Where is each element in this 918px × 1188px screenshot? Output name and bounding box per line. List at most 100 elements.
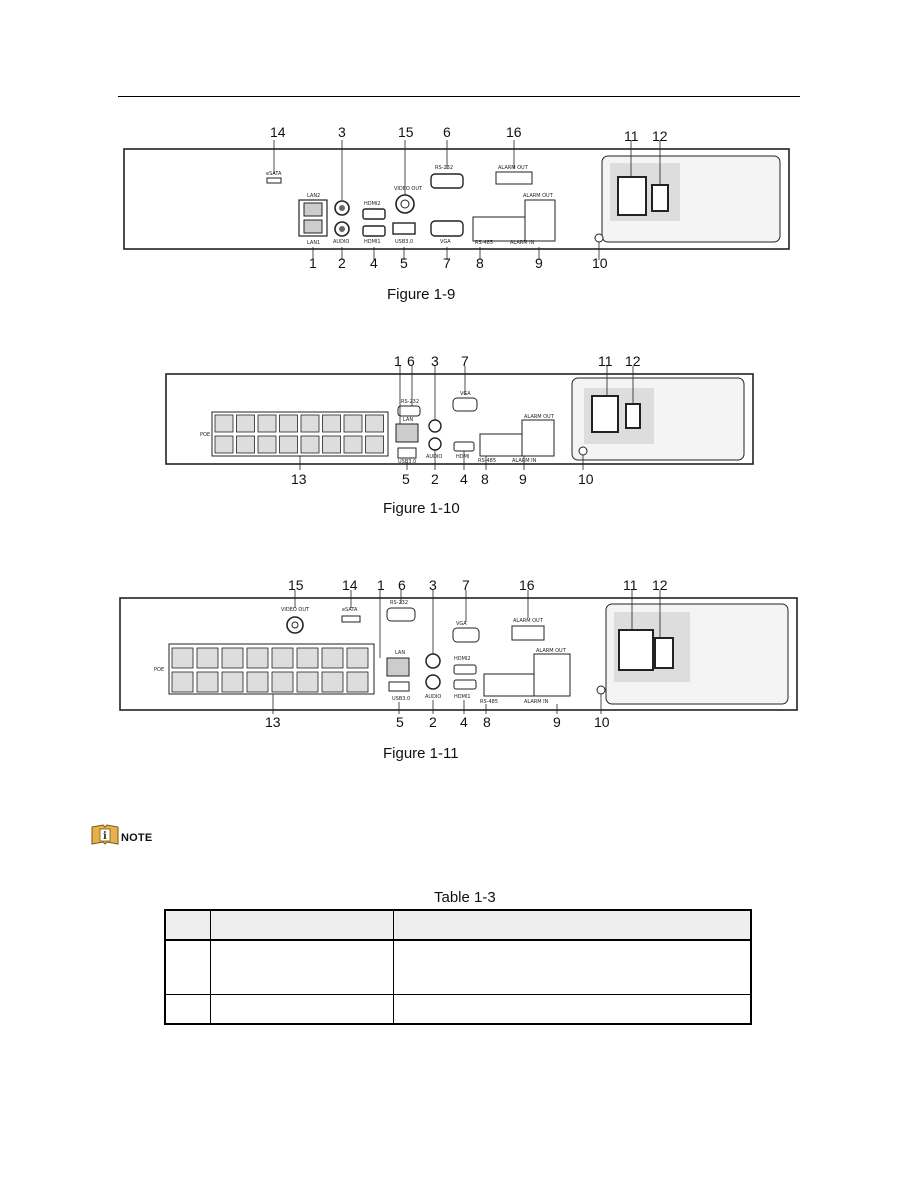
label-audio: AUDIO (426, 454, 442, 460)
poe-port (171, 647, 194, 669)
label-rs485: RS-485 (478, 458, 496, 464)
poe-port (346, 647, 369, 669)
poe-port (271, 647, 294, 669)
table-1-3 (164, 909, 752, 1025)
label-usb: USB3.0 (392, 696, 410, 702)
callout-11: 11 (624, 128, 639, 144)
callout-16: 16 (506, 124, 522, 140)
figure-caption-1-10: Figure 1-10 (383, 500, 460, 517)
table-row (165, 993, 751, 1024)
callout-12: 12 (652, 128, 668, 144)
callout-2: 2 (338, 255, 346, 271)
poe-port (214, 414, 234, 433)
callout-4: 4 (370, 255, 378, 271)
label-rs485: RS-485 (475, 240, 493, 246)
callout-2: 2 (431, 471, 439, 487)
poe-port (246, 671, 269, 693)
callout-13: 13 (291, 471, 307, 487)
table-cell (210, 939, 394, 994)
label-vga: VGA (456, 621, 467, 627)
poe-port (300, 414, 320, 433)
label-video-out: VIDEO OUT (394, 186, 423, 192)
callout-1: 1 (394, 353, 402, 369)
header-rule (118, 96, 800, 97)
label-vga: VGA (460, 391, 471, 397)
label-hdmi: HDMI (456, 454, 469, 460)
label-rs232: RS-232 (390, 600, 408, 606)
callout-1: 1 (309, 255, 317, 271)
callout-3: 3 (431, 353, 439, 369)
callout-12: 12 (652, 577, 668, 593)
table-header-row (165, 910, 751, 941)
label-alarm-out: ALARM OUT (524, 414, 555, 420)
rear-panel-figure-1-9: eSATA LAN2 LAN1 AUDIO HDMI2 HDMI1 VIDEO … (123, 140, 790, 260)
rear-panel-figure-1-10: POE RS-232 LAN USB3.0 AUDIO VGA HDMI ALA… (165, 366, 754, 470)
label-alarm-out-2: ALARM OUT (523, 193, 554, 199)
callout-6: 6 (398, 577, 406, 593)
poe-port (346, 671, 369, 693)
callout-8: 8 (483, 714, 491, 730)
poe-port (322, 435, 341, 454)
label-hdmi1: HDMI1 (454, 694, 471, 700)
table-caption: Table 1-3 (434, 889, 496, 906)
poe-port (322, 414, 341, 433)
label-poe: POE (154, 667, 164, 673)
callout-16: 16 (519, 577, 535, 593)
poe-port (257, 414, 277, 433)
label-alarm-in: ALARM IN (524, 699, 549, 705)
label-esata: eSATA (342, 607, 358, 613)
callout-5: 5 (402, 471, 410, 487)
label-rs485: RS-485 (480, 699, 498, 705)
poe-port (236, 435, 255, 454)
callout-12: 12 (625, 353, 641, 369)
label-alarm-out: ALARM OUT (513, 618, 544, 624)
callout-9: 9 (519, 471, 527, 487)
figure-caption-1-9: Figure 1-9 (387, 286, 456, 303)
callout-9: 9 (553, 714, 561, 730)
callout-7: 7 (462, 577, 470, 593)
callout-13: 13 (265, 714, 281, 730)
label-alarm-in: ALARM IN (510, 240, 535, 246)
callout-7: 7 (443, 255, 451, 271)
table-cell (210, 993, 394, 1024)
poe-port (196, 647, 219, 669)
note-icon: i (90, 824, 120, 846)
label-audio: AUDIO (333, 239, 349, 245)
figure-1-10: POE RS-232 LAN USB3.0 AUDIO VGA HDMI ALA… (160, 350, 760, 490)
label-lan: LAN (395, 650, 405, 656)
table-cell (393, 939, 751, 994)
label-rs232: RS-232 (435, 165, 453, 171)
callout-5: 5 (396, 714, 404, 730)
rear-panel-figure-1-11: VIDEO OUT eSATA POE RS-232 LAN USB3.0 AU… (119, 590, 798, 714)
poe-port (171, 671, 194, 693)
callout-4: 4 (460, 471, 468, 487)
poe-port (296, 671, 319, 693)
table-cell (165, 993, 211, 1024)
table-row (165, 939, 751, 994)
poe-port (246, 647, 269, 669)
poe-port (365, 414, 384, 433)
poe-port (343, 414, 363, 433)
figure-1-9: eSATA LAN2 LAN1 AUDIO HDMI2 HDMI1 VIDEO … (118, 120, 798, 280)
poe-port (296, 647, 319, 669)
label-hdmi1: HDMI1 (364, 239, 381, 245)
callout-11: 11 (598, 353, 613, 369)
callout-14: 14 (270, 124, 286, 140)
callout-8: 8 (481, 471, 489, 487)
poe-port (321, 647, 344, 669)
note-label: NOTE (121, 832, 153, 844)
label-lan: LAN (403, 417, 413, 423)
callout-4: 4 (460, 714, 468, 730)
label-audio: AUDIO (425, 694, 441, 700)
callout-2: 2 (429, 714, 437, 730)
callout-5: 5 (400, 255, 408, 271)
poe-port (196, 671, 219, 693)
callout-6: 6 (443, 124, 451, 140)
label-hdmi2: HDMI2 (364, 201, 381, 207)
callout-10: 10 (578, 471, 594, 487)
callout-8: 8 (476, 255, 484, 271)
callout-10: 10 (594, 714, 610, 730)
label-alarm-out: ALARM OUT (498, 165, 529, 171)
poe-port (365, 435, 384, 454)
callout-3: 3 (429, 577, 437, 593)
